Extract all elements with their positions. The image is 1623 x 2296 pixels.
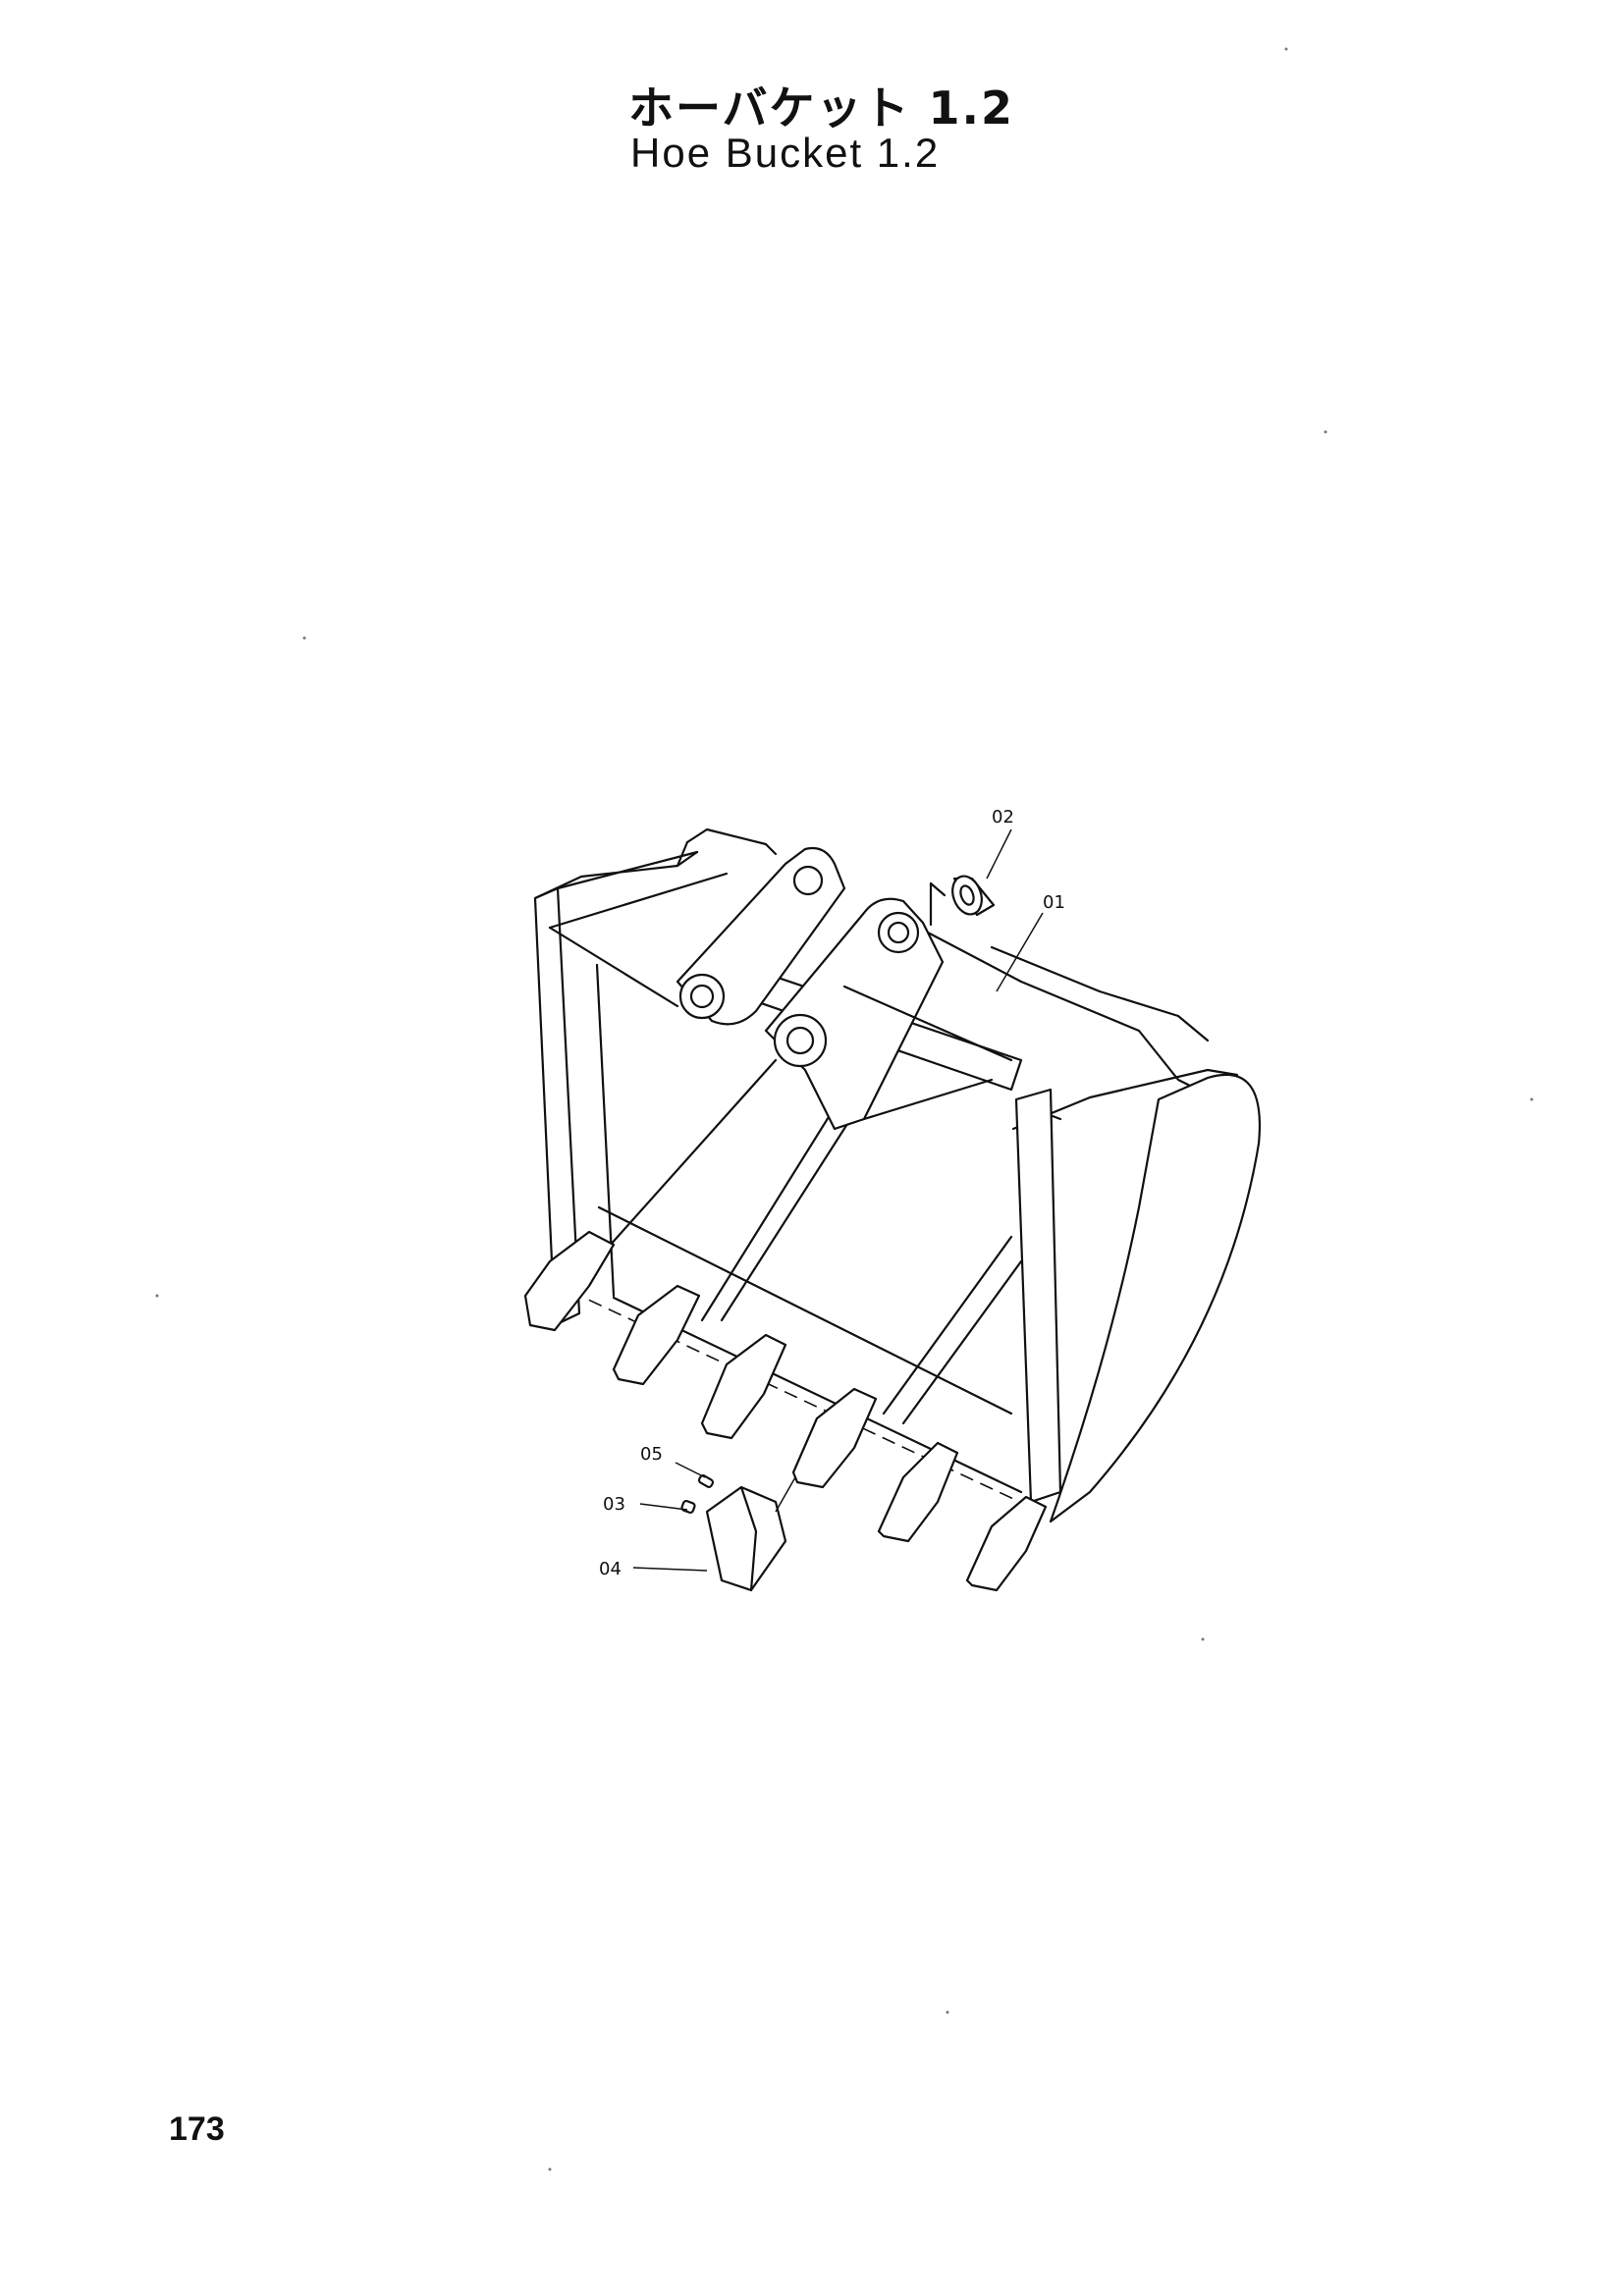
page-title-japanese: ホーバケット 1.2 [628, 81, 1015, 134]
bucket-teeth [523, 1230, 1048, 1592]
boss-bracket-left [676, 846, 846, 1026]
page-title-english: Hoe Bucket 1.2 [630, 130, 941, 176]
lock-part-03 [680, 1499, 696, 1515]
callout-label-02: 02 [992, 807, 1014, 828]
leader-05 [675, 1462, 706, 1478]
callout-leaders [632, 828, 1044, 1572]
callout-label-05: 05 [640, 1444, 663, 1465]
tooth-part-04 [705, 1485, 787, 1592]
leader-03 [639, 1503, 688, 1511]
boss-bracket-right [764, 897, 1013, 1131]
callout-label-01: 01 [1043, 892, 1065, 913]
leader-tooth-seat [775, 1476, 796, 1513]
leader-04 [632, 1567, 708, 1572]
scan-specks [155, 47, 1534, 2171]
callout-label-04: 04 [599, 1559, 622, 1579]
leader-02 [986, 828, 1012, 880]
leader-01 [996, 912, 1044, 992]
bushing-part-02 [929, 875, 996, 927]
page-number: 173 [169, 2110, 225, 2148]
pin-part-05 [697, 1474, 715, 1488]
callout-label-03: 03 [603, 1494, 625, 1515]
